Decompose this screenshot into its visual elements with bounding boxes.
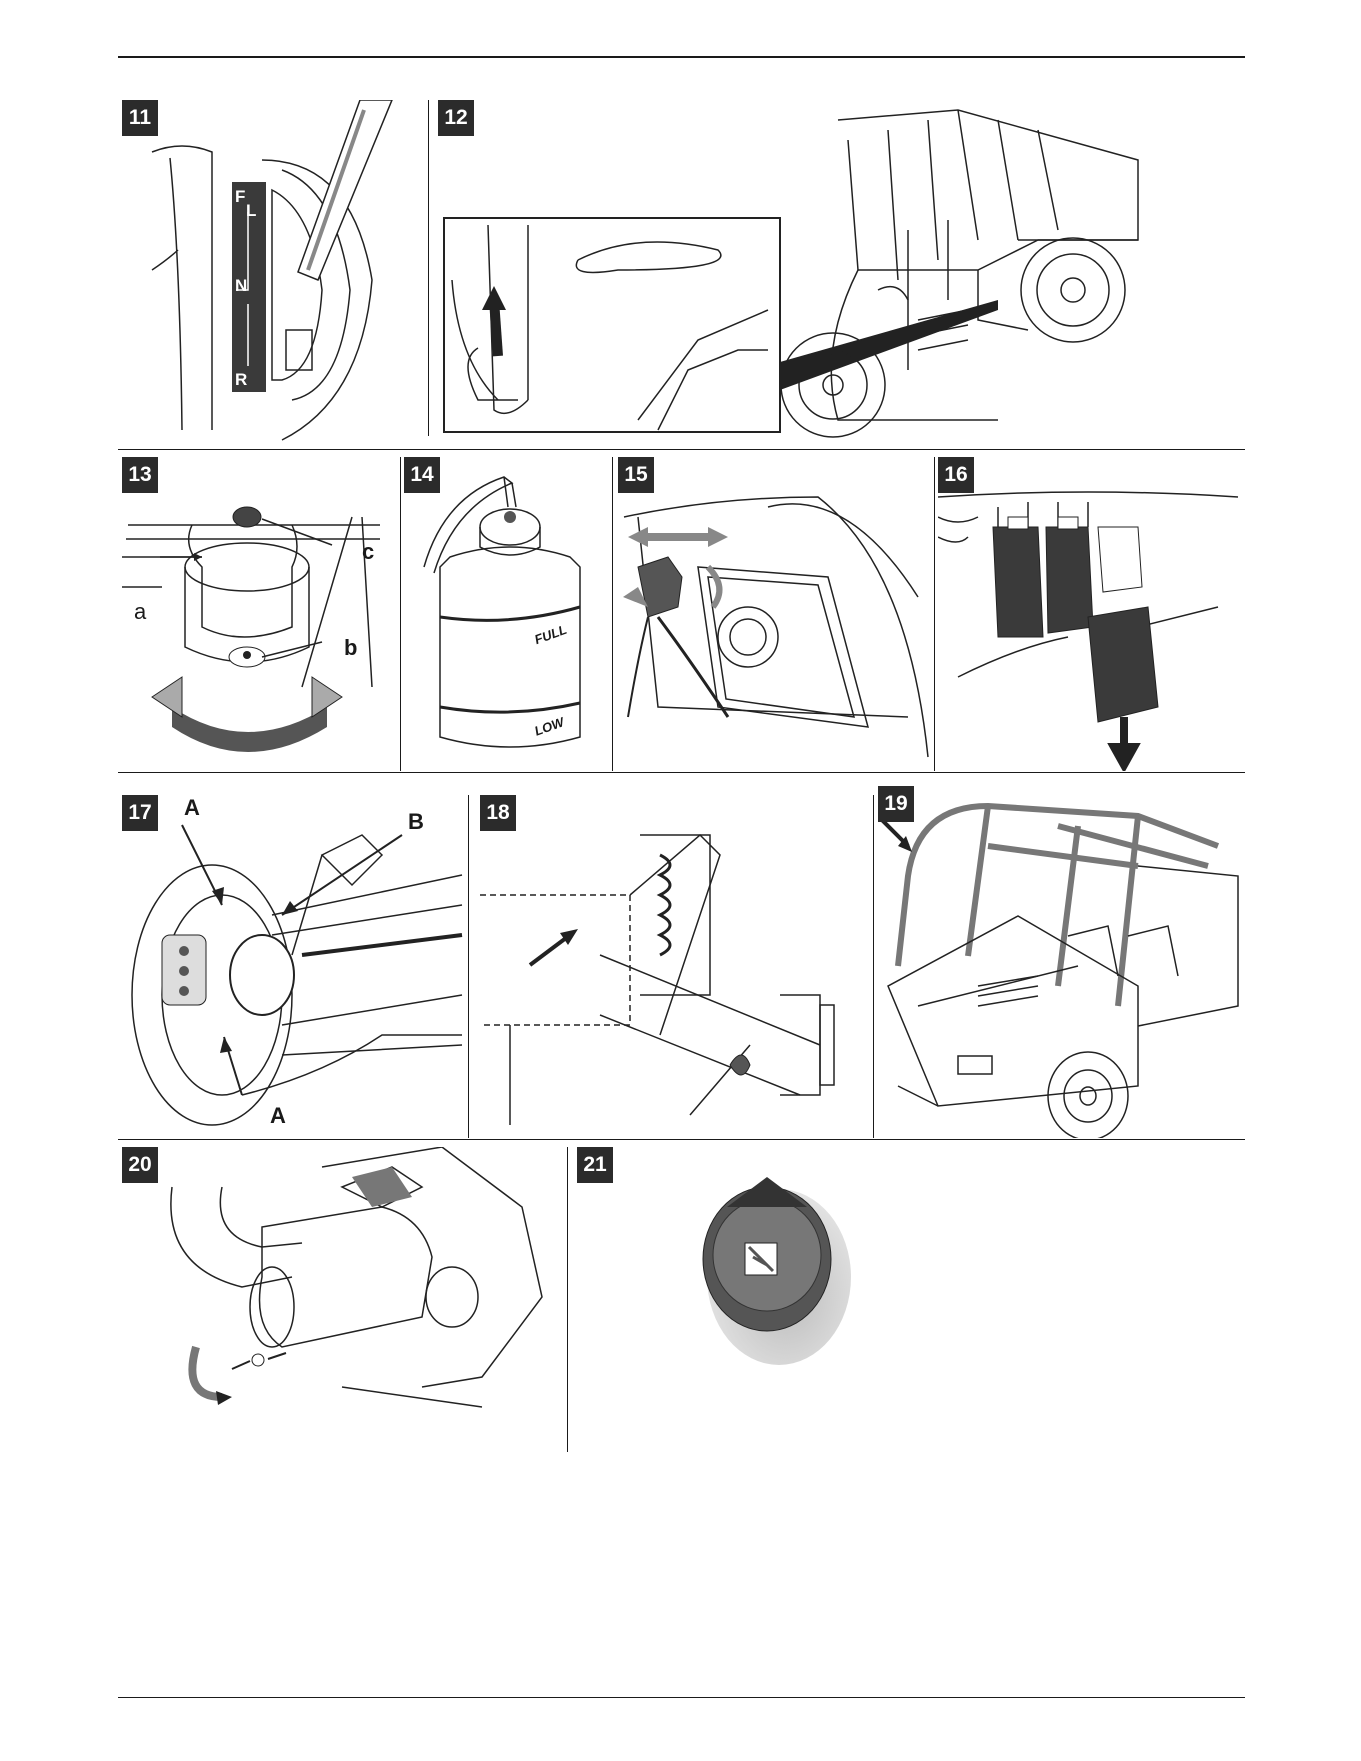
callout-a-bottom: A <box>270 1103 286 1129</box>
row-separator-2 <box>118 772 1245 773</box>
roll-cage-vehicle-illustration <box>878 786 1245 1138</box>
figure-18: 18 <box>480 795 870 1138</box>
figure-number-20: 20 <box>122 1147 158 1183</box>
col-separator-17-18 <box>468 795 469 1138</box>
coolant-reservoir-illustration <box>404 457 609 771</box>
figure-17: 17 A B A <box>122 795 464 1138</box>
figure-16: 16 <box>938 457 1245 771</box>
figure-21: 21 <box>577 1147 1245 1452</box>
callout-b: b <box>344 635 357 661</box>
gear-l: L <box>246 201 256 221</box>
figure-19: 19 <box>878 786 1245 1138</box>
figure-number-17: 17 <box>122 795 158 831</box>
figure-number-13: 13 <box>122 457 158 493</box>
figure-number-16: 16 <box>938 457 974 493</box>
figure-20: 20 <box>122 1147 562 1452</box>
row-separator-3 <box>118 1139 1245 1140</box>
figure-14: 14 FULL LOW <box>404 457 609 771</box>
connector-illustration <box>618 457 930 771</box>
callout-a-top: A <box>184 795 200 821</box>
figure-number-19: 19 <box>878 786 914 822</box>
figure-11: 11 F L N R <box>122 100 422 442</box>
gear-selector-illustration <box>122 100 422 442</box>
col-separator-18-19 <box>873 795 874 1138</box>
gear-n: N <box>235 276 247 296</box>
col-separator-13-14 <box>400 457 401 771</box>
gear-f: F <box>235 187 245 207</box>
fan-switch-illustration <box>577 1147 1245 1452</box>
figure-12: 12 <box>438 100 1245 442</box>
figure-number-14: 14 <box>404 457 440 493</box>
figure-number-11: 11 <box>122 100 158 136</box>
callout-a: a <box>134 599 146 625</box>
suspension-illustration <box>480 795 870 1138</box>
figure-15: 15 <box>618 457 930 771</box>
callout-b: B <box>408 809 424 835</box>
col-separator-15-16 <box>934 457 935 771</box>
figure-number-12: 12 <box>438 100 474 136</box>
battery-removal-illustration <box>938 457 1245 771</box>
row-separator-1 <box>118 449 1245 450</box>
figure-number-21: 21 <box>577 1147 613 1183</box>
callout-c: c <box>362 539 374 565</box>
gear-r: R <box>235 370 247 390</box>
top-rule <box>118 56 1245 58</box>
col-separator-11-12 <box>428 100 429 436</box>
exhaust-illustration <box>122 1147 562 1452</box>
figure-13: 13 a b c <box>122 457 397 771</box>
col-separator-14-15 <box>612 457 613 771</box>
figure-number-15: 15 <box>618 457 654 493</box>
seat-latch-illustration <box>438 100 1245 442</box>
oil-filter-illustration <box>122 457 397 771</box>
bottom-rule <box>118 1697 1245 1698</box>
wheel-hub-illustration <box>122 795 464 1138</box>
col-separator-20-21 <box>567 1147 568 1452</box>
figure-number-18: 18 <box>480 795 516 831</box>
